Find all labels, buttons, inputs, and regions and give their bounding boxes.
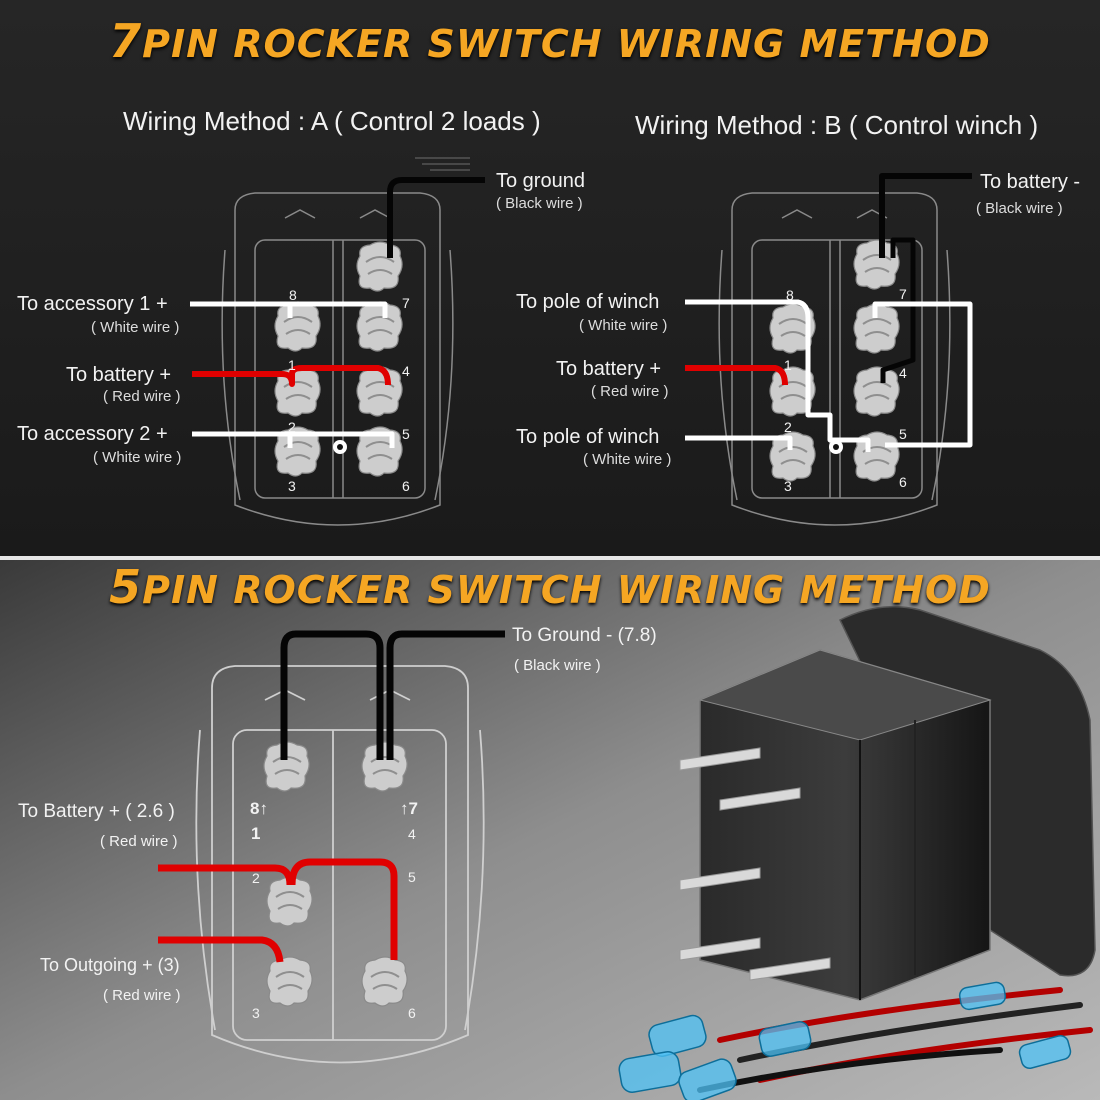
outgoing-label-c: To Outgoing + (3) [40,955,180,975]
battery-neg-wire-label: ( Black wire ) [976,200,1063,217]
pin-a-2: 2 [288,419,296,435]
pin-b-4: 4 [899,365,907,381]
switch-b-wires [685,173,973,452]
winch-pole1-label: To pole of winch [516,291,660,313]
accessory2-wire-label: ( White wire ) [93,449,182,466]
terminal-a-7b [356,301,404,352]
accessory1-label: To accessory 1 + [17,293,168,315]
lamp-dot-a-center [337,444,343,450]
pin-c-7-arrow: ↑ [400,799,409,818]
pin-a-7: 7 [402,295,410,311]
pin-c-6: 6 [408,1005,416,1021]
top-title: 7PIN ROCKER SWITCH WIRING METHOD [0,14,1100,68]
ground-jumper-c [280,630,384,760]
panel-divider [0,556,1100,560]
winch-pole1-wire-label: ( White wire ) [579,317,668,334]
ground-label: To ground [496,170,585,192]
ground-label-c: To Ground - (7.8) [512,625,657,646]
pin-b-8: 8 [786,287,794,303]
method-a-heading: Wiring Method : A ( Control 2 loads ) [123,106,541,136]
switch-c-wires [158,630,505,963]
pin-c-8-arrow: ↑ [259,799,268,818]
terminal-a-4 [356,366,404,417]
winch-pole2-label: To pole of winch [516,426,660,448]
pin-c-2: 2 [252,870,260,886]
winch-pole2-wire-label: ( White wire ) [583,451,672,468]
bottom-title-text: PIN ROCKER SWITCH WIRING METHOD [142,568,991,612]
battery-wire-label-b: ( Red wire ) [591,383,669,400]
switch-a-housing [221,192,454,526]
pin-c-7: ↑7 [400,799,418,819]
pin-a-1: 1 [288,357,296,373]
battery-neg-wire [879,173,972,258]
accessory2-wire [192,431,395,448]
battery-label-a: To battery + [66,364,172,386]
ground-wire-a [387,177,485,258]
pin-a-8: 8 [289,287,297,303]
pin-a-3: 3 [288,478,296,494]
pin-c-5: 5 [408,869,416,885]
battery-wire-label-c: ( Red wire ) [100,833,178,850]
terminal-c-6 [361,956,409,1007]
rocker-switch-photo [618,605,1096,1100]
pin-c-3: 3 [252,1005,260,1021]
pin-c-8-number: 8 [250,799,260,818]
pin-b-5: 5 [899,426,907,442]
pin-b-7: 7 [899,286,907,302]
bottom-title-number: 5 [109,560,143,614]
battery-label-c: To Battery + ( 2.6 ) [18,801,175,822]
pole2-wire [685,435,793,450]
top-title-number: 7 [109,14,143,68]
top-title-text: PIN ROCKER SWITCH WIRING METHOD [142,22,991,66]
outgoing-wire-label-c: ( Red wire ) [103,987,181,1004]
method-b-heading: Wiring Method : B ( Control winch ) [635,110,1039,140]
pin-c-8: 8↑ [250,799,268,819]
ground-wire-c [386,630,505,760]
bottom-title: 5PIN ROCKER SWITCH WIRING METHOD [0,560,1100,614]
lamp-dot-b-center [833,444,839,450]
ground-wire-label: ( Black wire ) [496,195,583,212]
battery-wire-label-a: ( Red wire ) [103,388,181,405]
pin-c-4: 4 [408,826,416,842]
battery-label-b: To battery + [556,358,662,380]
ground-symbol [415,157,470,171]
battery-wire-a [192,365,391,387]
pin-a-5: 5 [402,426,410,442]
switch-a-wires [190,157,485,448]
pin-c-1: 1 [251,824,261,843]
pin-a-4: 4 [402,363,410,379]
pin-b-1: 1 [784,357,792,373]
battery-wire-b [685,365,788,386]
black-jumper-b [880,237,916,383]
switch-c-housing [195,665,485,1064]
terminal-b-4 [853,366,901,417]
pin-b-6: 6 [899,474,907,490]
ground-wire-label-c: ( Black wire ) [514,657,601,674]
terminal-c-3 [266,956,314,1007]
pin-a-6: 6 [402,478,410,494]
accessory1-wire-label: ( White wire ) [91,319,180,336]
winch-cross-wire [872,301,973,448]
terminal-c-7 [361,741,409,792]
battery-jumper-c [288,858,398,960]
accessory2-label: To accessory 2 + [17,423,168,445]
outgoing-wire-c [158,936,284,963]
pole1-wire [685,299,871,452]
terminal-a-7 [356,241,404,292]
pin-c-7-number: 7 [408,799,418,818]
accessory1-wire [190,301,388,318]
pin-b-3: 3 [784,478,792,494]
pin-b-2: 2 [784,419,792,435]
top-panel-background [0,0,1100,556]
battery-neg-label: To battery - [980,171,1081,193]
terminal-a-8 [274,301,322,352]
